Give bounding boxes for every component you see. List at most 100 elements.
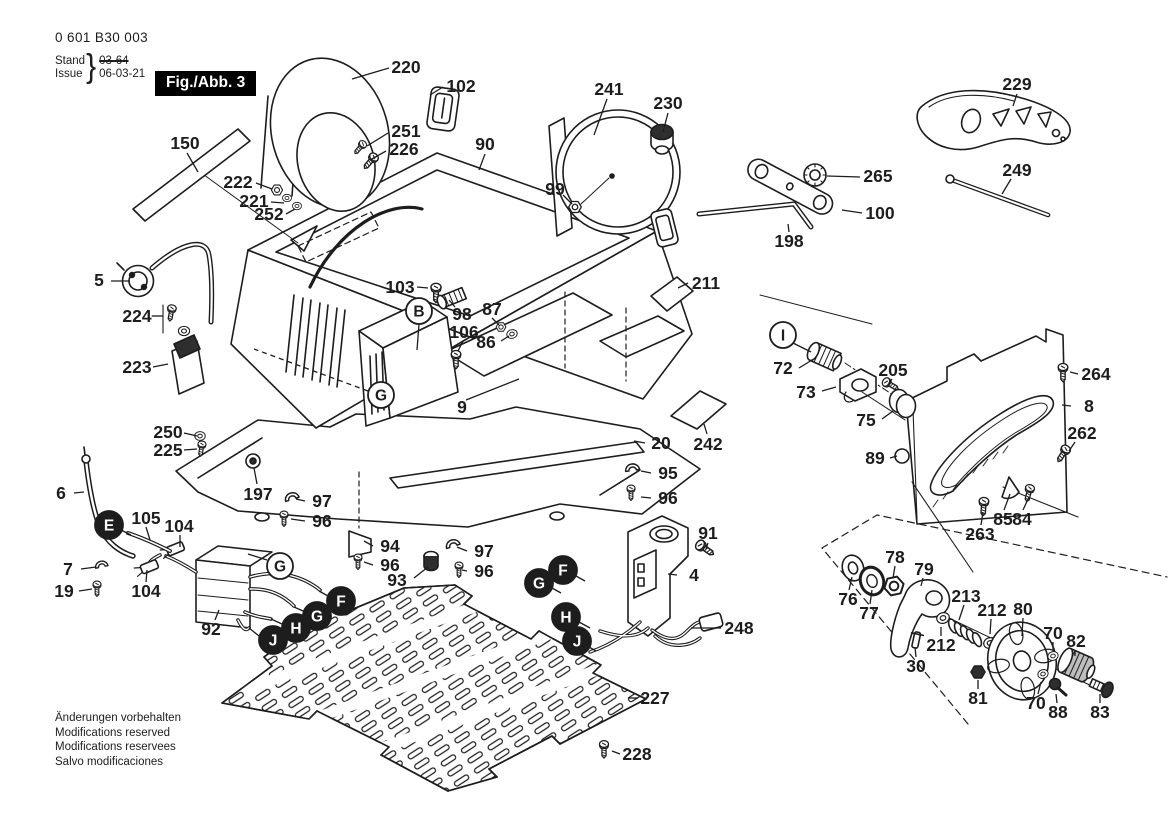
callout-label-6: 6 — [56, 483, 66, 503]
cover-102-drawing — [426, 86, 460, 132]
callout-leader-250 — [183, 432, 198, 437]
spring-213-glyph — [947, 618, 983, 648]
ref-circle-G — [367, 381, 395, 409]
ref-circle-I — [769, 321, 797, 349]
callout-label-79: 79 — [914, 559, 934, 579]
callout-label-83: 83 — [1090, 702, 1110, 722]
callout-leader-221 — [270, 201, 285, 204]
callout-leader-75 — [881, 410, 894, 420]
callout-leader-9 — [465, 378, 520, 401]
exploded-drawing — [81, 57, 1168, 792]
callout-leader-97 — [295, 498, 306, 502]
callout-label-75: 75 — [856, 410, 876, 430]
callout-label-249: 249 — [1002, 160, 1031, 180]
callout-leader-84 — [1022, 496, 1030, 511]
leader-lines-layer — [73, 67, 1101, 755]
callout-leader-265 — [826, 175, 861, 178]
wheel-80-group-drawing — [821, 514, 1168, 725]
callout-leader-104 — [145, 569, 148, 583]
callout-leader-249 — [1001, 178, 1012, 195]
marker-leader-F — [575, 575, 586, 582]
callout-leader-226 — [371, 150, 387, 160]
callout-label-97: 97 — [474, 541, 493, 561]
issue-date: 06-03-21 — [99, 67, 146, 80]
callout-label-262: 262 — [1067, 423, 1096, 443]
callout-label-91: 91 — [698, 523, 718, 543]
callout-label-104: 104 — [131, 581, 160, 601]
callout-leader-20 — [633, 440, 646, 444]
callout-leader-89 — [889, 455, 898, 459]
callout-leader-88 — [1055, 693, 1058, 704]
old-date: 03-64 — [99, 55, 129, 67]
marker-leader-G — [293, 606, 304, 612]
figure-number-badge: Fig./Abb. 3 — [155, 71, 257, 96]
callout-leader-103 — [416, 286, 429, 289]
callout-leader-251 — [366, 132, 389, 147]
callout-label-225: 225 — [153, 440, 182, 460]
ref-letter-F: F — [336, 594, 345, 611]
callout-label-102: 102 — [446, 76, 475, 96]
callout-leader-150 — [186, 152, 199, 173]
callout-label-241: 241 — [594, 79, 623, 99]
callout-label-93: 93 — [387, 570, 407, 590]
callout-leader-264 — [1069, 371, 1079, 375]
callout-label-250: 250 — [153, 422, 182, 442]
underside-hardware-glyphs — [194, 282, 641, 579]
callout-label-242: 242 — [693, 434, 722, 454]
callout-label-73: 73 — [796, 382, 816, 402]
ref-letter-I: I — [781, 328, 785, 345]
callout-leader-77 — [869, 589, 873, 605]
callout-leader-241 — [593, 98, 608, 136]
callout-leader-96 — [290, 518, 306, 522]
callout-leader-96 — [640, 496, 652, 499]
spindle-72-group-drawing — [806, 341, 917, 421]
callout-leader-4 — [667, 573, 678, 576]
callout-leader-197 — [253, 467, 258, 485]
callout-label-213: 213 — [951, 586, 980, 606]
callout-leader-30 — [914, 646, 917, 658]
screw-88-glyph — [1048, 677, 1068, 697]
callout-label-263: 263 — [965, 524, 994, 544]
blade-guard-220-drawing — [260, 57, 391, 212]
switch-223-drawing — [151, 303, 205, 395]
ref-circle-F — [326, 586, 356, 616]
marker-leader-G — [253, 348, 369, 392]
ref-circle-J — [562, 626, 592, 656]
base-plate-227-drawing — [221, 584, 647, 792]
marker-leader-J — [248, 627, 260, 637]
callout-label-104: 104 — [164, 516, 193, 536]
ref-letter-E: E — [104, 518, 114, 535]
marker-leader-B — [416, 323, 420, 351]
clip-85-glyph — [1001, 476, 1020, 500]
stand-label: Stand — [55, 55, 86, 67]
nut-78-glyph — [881, 574, 907, 598]
callout-label-227: 227 — [640, 688, 669, 708]
callout-label-99: 99 — [545, 179, 565, 199]
callout-label-82: 82 — [1066, 631, 1086, 651]
callout-leader-19 — [78, 588, 93, 592]
callout-leader-72 — [798, 359, 813, 369]
callout-label-96: 96 — [312, 511, 332, 531]
callout-leader-222 — [255, 182, 273, 190]
clamp-7-glyph — [93, 559, 109, 569]
callout-label-222: 222 — [223, 172, 252, 192]
callout-label-97: 97 — [312, 491, 331, 511]
ref-letter-G: G — [311, 609, 323, 626]
callout-label-211: 211 — [692, 273, 720, 293]
ref-letter-B: B — [413, 304, 424, 321]
ref-circle-G — [266, 552, 294, 580]
callout-label-80: 80 — [1013, 599, 1033, 619]
side-panel-8-drawing — [894, 328, 1079, 573]
callout-leader-87 — [491, 317, 500, 326]
callout-label-81: 81 — [968, 688, 988, 708]
ref-letter-G: G — [274, 559, 286, 576]
callout-leader-252 — [285, 208, 296, 215]
callout-label-86: 86 — [476, 332, 496, 352]
wrench-100-drawing — [747, 158, 834, 215]
callout-label-90: 90 — [475, 134, 495, 154]
marker-leader-H — [578, 621, 591, 629]
